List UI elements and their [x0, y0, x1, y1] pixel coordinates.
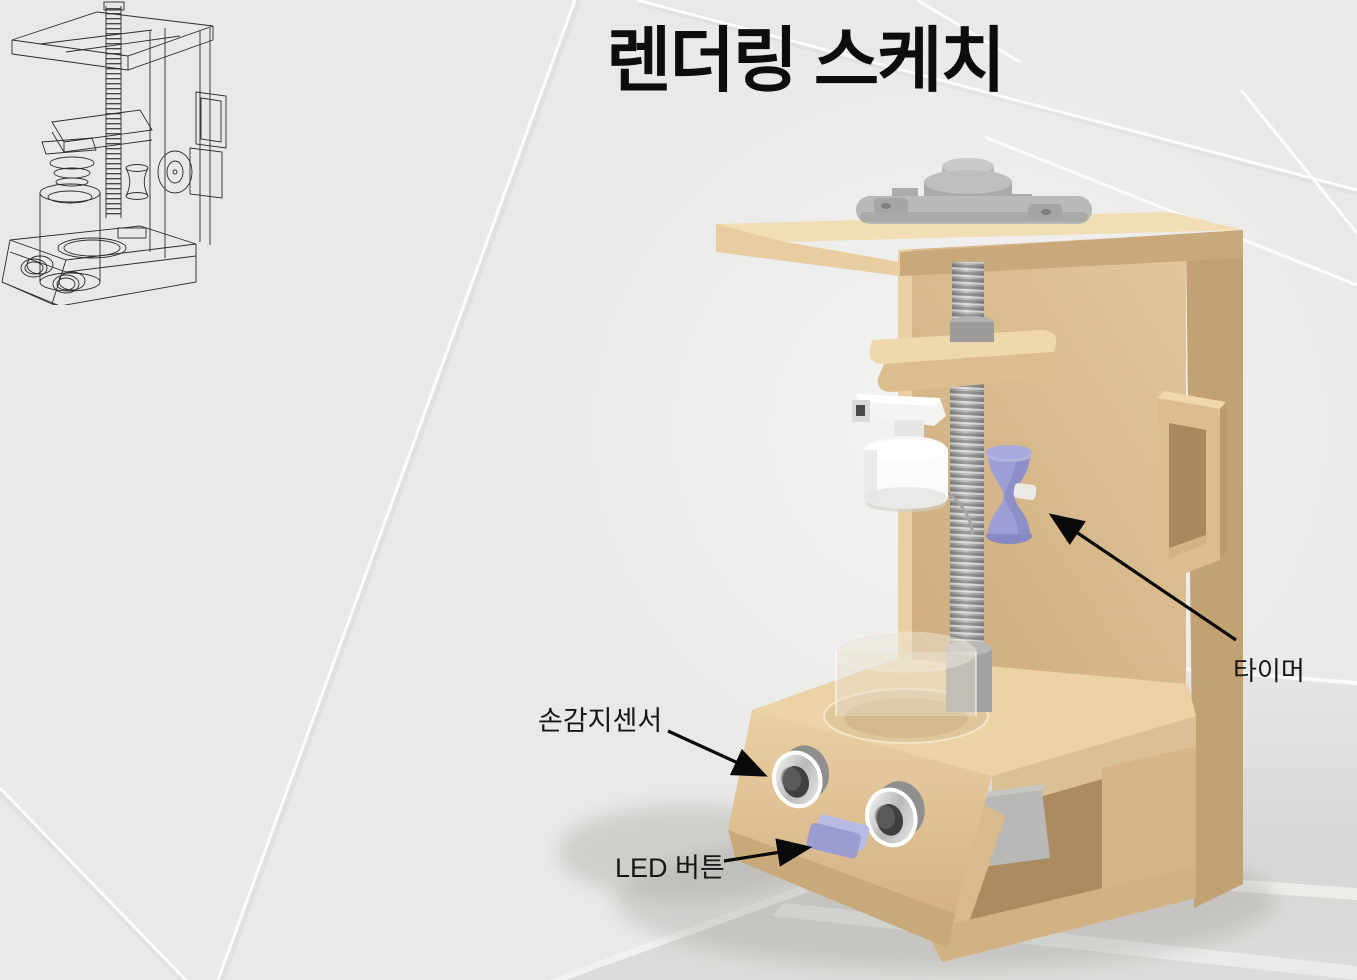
facet-line [1239, 89, 1357, 234]
timer-label: 타이머 [1233, 656, 1305, 686]
hand-sensor-arrow [667, 729, 768, 777]
led-button-3d [806, 814, 870, 859]
glass-cup [835, 631, 977, 716]
hourglass-timer [986, 445, 1037, 544]
pump-tube [945, 490, 975, 535]
lead-screw [950, 262, 984, 652]
facet-line [216, 0, 577, 980]
ultrasonic-sensor-left [772, 745, 830, 809]
ultrasonic-sensor-right [865, 781, 925, 848]
slide-title: 렌더링 스케치 [606, 22, 1006, 101]
frame-top-plate [716, 212, 1243, 276]
hand-sensor-label: 손감지센서 [538, 706, 663, 736]
middle-shelf [869, 316, 1057, 392]
dispenser-machine [716, 158, 1243, 962]
timer-arrow [1048, 513, 1237, 642]
led-button-arrow [723, 838, 813, 867]
motor [856, 158, 1092, 224]
facet-line [0, 786, 188, 980]
side-bracket [1158, 391, 1226, 584]
base-platform [752, 631, 1196, 814]
wireframe-sketch [1, 1, 227, 305]
timer-knob [1013, 483, 1037, 500]
annotation-arrows [667, 513, 1237, 867]
led-button-label: LED 버튼 [615, 853, 725, 883]
pump-dispenser [852, 394, 975, 535]
